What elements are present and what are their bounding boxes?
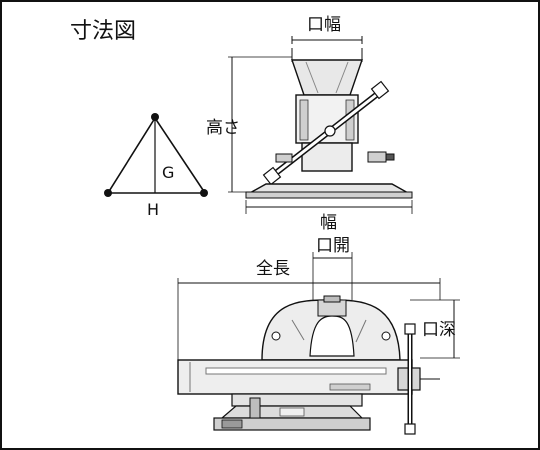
g-label: G <box>162 163 174 182</box>
total-length-label: 全長 <box>256 259 290 279</box>
height-label: 高さ <box>206 118 240 138</box>
diagram-title: 寸法図 <box>70 19 136 44</box>
jaw-depth-label: 口深 <box>422 320 456 340</box>
gravity-triangle: G H <box>104 113 208 219</box>
h-label: H <box>147 200 159 219</box>
jaw-width-label: 口幅 <box>307 15 341 35</box>
front-view: 口幅 高さ 幅 <box>206 15 413 233</box>
side-view: 口開 全長 口深 <box>177 236 460 435</box>
jaw-opening-label: 口開 <box>316 236 350 256</box>
width-label: 幅 <box>320 213 337 233</box>
